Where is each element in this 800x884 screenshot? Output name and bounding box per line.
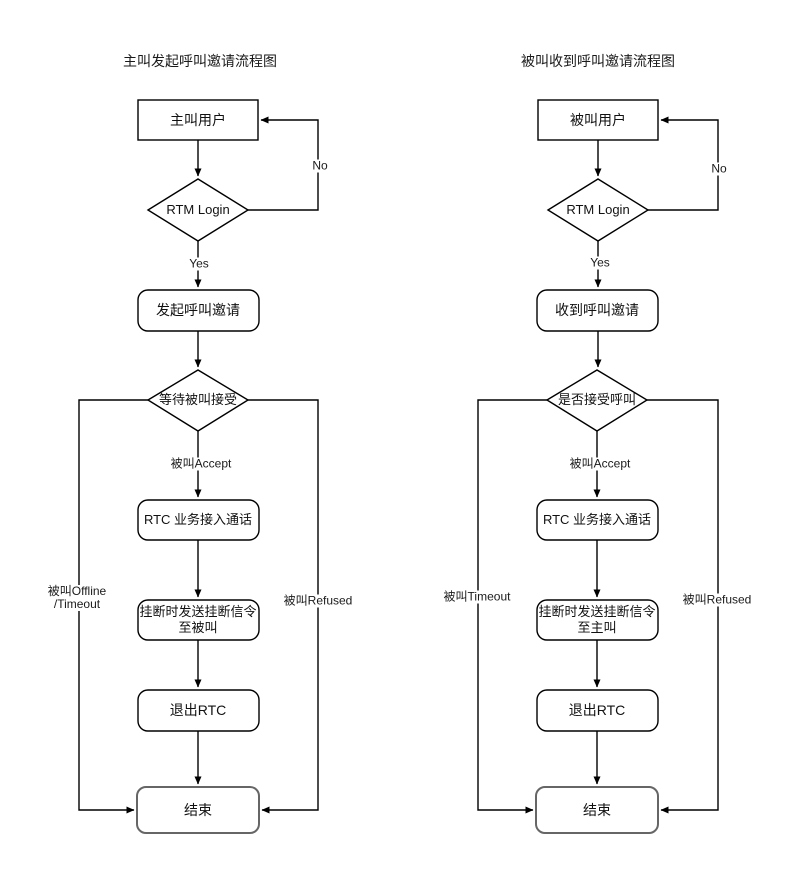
callee-hangup-node-label-line2: 至主叫 <box>577 620 617 635</box>
callee-start-node-shape <box>537 99 659 141</box>
callee-no-edge-label: No <box>709 161 729 176</box>
callee-hangup-node-label: 挂断时发送挂断信令 至主叫 <box>532 604 662 636</box>
caller-yes-edge-label: Yes <box>187 256 211 271</box>
callee-wait-decision-label: 是否接受呼叫 <box>557 392 637 407</box>
caller-no-edge-label: No <box>310 158 330 173</box>
callee-edge-timeout <box>477 399 547 814</box>
caller-rtc-node-label: RTC 业务接入通话 <box>143 512 253 527</box>
caller-accept-edge-label: 被叫Accept <box>168 456 234 471</box>
callee-start-node-label: 被叫用户 <box>570 112 626 128</box>
caller-login-decision-label: RTM Login <box>166 202 230 217</box>
caller-refused-edge-label: 被叫Refused <box>281 593 355 608</box>
callee-invite-node-label: 收到呼叫邀请 <box>555 302 639 318</box>
caller-end-node-shape <box>136 786 260 834</box>
caller-end-node-label: 结束 <box>184 802 212 818</box>
caller-start-node-shape <box>137 99 259 141</box>
callee-chart-nodes <box>535 99 659 834</box>
caller-offline-timeout-edge-label-line2: /Timeout <box>53 597 101 611</box>
callee-yes-edge-label: Yes <box>588 255 612 270</box>
callee-refused-edge-label: 被叫Refused <box>680 592 754 607</box>
callee-hangup-node-shape <box>536 599 659 641</box>
caller-hangup-node-label-line1: 挂断时发送挂断信令 <box>139 604 257 619</box>
callee-end-node-label: 结束 <box>583 802 611 818</box>
caller-hangup-node-label: 挂断时发送挂断信令 至被叫 <box>133 604 263 636</box>
caller-wait-decision-shape <box>146 369 250 432</box>
caller-offline-timeout-edge-label-line1: 被叫Offline <box>47 584 107 598</box>
callee-rtc-node-label: RTC 业务接入通话 <box>542 512 652 527</box>
caller-rtc-node-shape <box>137 499 260 541</box>
caller-chart-title: 主叫发起呼叫邀请流程图 <box>123 53 277 69</box>
caller-invite-node-shape <box>137 289 260 332</box>
caller-offline-timeout-edge-label: 被叫Offline /Timeout <box>45 584 109 611</box>
callee-accept-edge-label: 被叫Accept <box>567 456 633 471</box>
callee-chart-title: 被叫收到呼叫邀请流程图 <box>521 53 675 69</box>
caller-hangup-node-label-line2: 至被叫 <box>178 620 218 635</box>
caller-quit-node-shape <box>137 689 260 732</box>
caller-quit-node-label: 退出RTC <box>169 702 227 718</box>
callee-invite-node-shape <box>536 289 659 332</box>
callee-login-decision-shape <box>546 178 650 242</box>
callee-rtc-node-shape <box>536 499 659 541</box>
callee-quit-node-shape <box>536 689 659 732</box>
callee-timeout-edge-label: 被叫Timeout <box>441 589 513 604</box>
caller-login-decision-shape <box>146 178 250 242</box>
caller-wait-decision-label: 等待被叫接受 <box>158 392 238 407</box>
callee-quit-node-label: 退出RTC <box>568 702 626 718</box>
callee-login-decision-label: RTM Login <box>566 202 630 217</box>
callee-wait-decision-shape <box>545 369 649 432</box>
caller-invite-node-label: 发起呼叫邀请 <box>156 302 240 318</box>
caller-chart-nodes <box>136 99 260 834</box>
callee-hangup-node-label-line1: 挂断时发送挂断信令 <box>538 604 656 619</box>
caller-start-node-label: 主叫用户 <box>170 112 226 128</box>
callee-end-node-shape <box>535 786 659 834</box>
caller-hangup-node-shape <box>137 599 260 641</box>
